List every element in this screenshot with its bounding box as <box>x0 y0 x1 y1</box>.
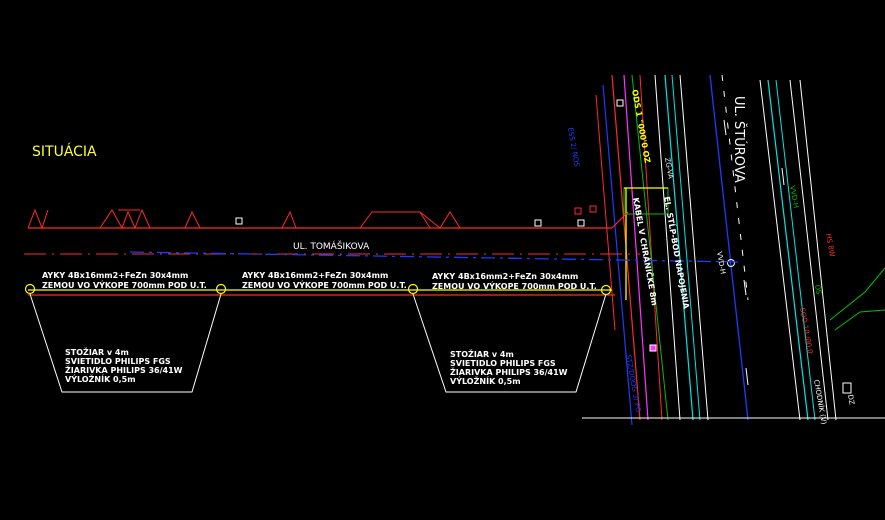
marker-square-3 <box>842 382 852 394</box>
svg-text:VÝLOŽNÍK 0,5m: VÝLOŽNÍK 0,5m <box>65 373 136 384</box>
cable-label-1: AYKY 4Bx16mm2+FeZn 30x4mm ZEMOU VO VÝKOP… <box>42 271 207 290</box>
misc-label-7: DZ <box>846 394 856 406</box>
svg-text:SVIETIDLO PHILIPS FGS: SVIETIDLO PHILIPS FGS <box>65 357 171 366</box>
svg-text:AYKY 4Bx16mm2+FeZn 30x4mm: AYKY 4Bx16mm2+FeZn 30x4mm <box>242 271 388 280</box>
white-sign-3 <box>577 219 585 227</box>
green-boundary-right <box>829 267 885 321</box>
street-main-label: UL. TOMÁŠIKOVA <box>293 240 370 252</box>
tomasikova-street <box>24 211 741 296</box>
white-sign-2 <box>534 219 542 227</box>
sturova-street-lines <box>595 74 837 426</box>
pole-label-left: STOŽIAR v 4m SVIETIDLO PHILIPS FGS ŽIARI… <box>65 346 183 384</box>
svg-text:VÝLOŽNÍK 0,5m: VÝLOŽNÍK 0,5m <box>450 375 521 386</box>
cross-street-ticks <box>723 119 785 386</box>
pipe-label-1: ODS 1 "000'0 OZ <box>630 89 652 164</box>
pipe-label-3: STZ/DOOG 3/ PO <box>624 354 642 414</box>
svg-text:AYKY 4Bx16mm2+FeZn 30x4mm: AYKY 4Bx16mm2+FeZn 30x4mm <box>42 271 188 280</box>
marker-circle-1 <box>727 259 735 267</box>
misc-label-3: VVD-H <box>788 185 800 209</box>
misc-label-5: SOO 10 /00.0 <box>798 307 814 354</box>
svg-text:ZEMOU VO VÝKOPE 700mm POD U.T.: ZEMOU VO VÝKOPE 700mm POD U.T. <box>242 279 407 290</box>
misc-label-2: VVD-H <box>715 251 727 275</box>
svg-text:AYKY 4Bx16mm2+FeZn 30x4mm: AYKY 4Bx16mm2+FeZn 30x4mm <box>432 272 578 281</box>
connection-label: EL. STĹP-BOD NAPOJENIA <box>662 195 693 310</box>
svg-text:ZEMOU VO VÝKOPE 700mm POD U.T.: ZEMOU VO VÝKOPE 700mm POD U.T. <box>432 280 597 291</box>
pole-3 <box>407 283 419 295</box>
svg-text:SVIETIDLO PHILIPS FGS: SVIETIDLO PHILIPS FGS <box>450 359 556 368</box>
svg-text:STOŽIAR v 4m: STOŽIAR v 4m <box>450 348 514 359</box>
red-sign-2 <box>589 205 597 213</box>
misc-label-6: OS <box>813 284 823 296</box>
pole-label-right: STOŽIAR v 4m SVIETIDLO PHILIPS FGS ŽIARI… <box>450 348 568 386</box>
cable-label-2: AYKY 4Bx16mm2+FeZn 30x4mm ZEMOU VO VÝKOP… <box>242 271 407 290</box>
pipe-label-2: ESS 2/ NOS <box>566 127 581 168</box>
drawing-title: SITUÁCIA <box>32 143 97 160</box>
street-cross-label: UL. ŠTÚROVA <box>731 96 747 183</box>
cable-label-3: AYKY 4Bx16mm2+FeZn 30x4mm ZEMOU VO VÝKOP… <box>432 272 597 291</box>
misc-label-1: ZG-VA <box>663 157 675 180</box>
pole-leader-lines <box>29 293 607 393</box>
red-sign-1 <box>574 207 582 215</box>
svg-text:ZEMOU VO VÝKOPE 700mm POD U.T.: ZEMOU VO VÝKOPE 700mm POD U.T. <box>42 279 207 290</box>
marker-square-2 <box>649 344 657 352</box>
marker-square-1 <box>616 99 624 107</box>
svg-text:ŽIARIVKA PHILIPS 36/41W: ŽIARIVKA PHILIPS 36/41W <box>65 364 183 375</box>
svg-text:ŽIARIVKA PHILIPS 36/41W: ŽIARIVKA PHILIPS 36/41W <box>450 366 568 377</box>
svg-text:STOŽIAR v 4m: STOŽIAR v 4m <box>65 346 129 357</box>
green-boundary-right-2 <box>834 309 885 331</box>
pole-1 <box>24 283 36 295</box>
zigzag-markings <box>27 208 461 230</box>
misc-label-4: HS 8W <box>824 233 836 257</box>
white-sign-1 <box>235 217 243 225</box>
pole-2 <box>215 283 227 295</box>
